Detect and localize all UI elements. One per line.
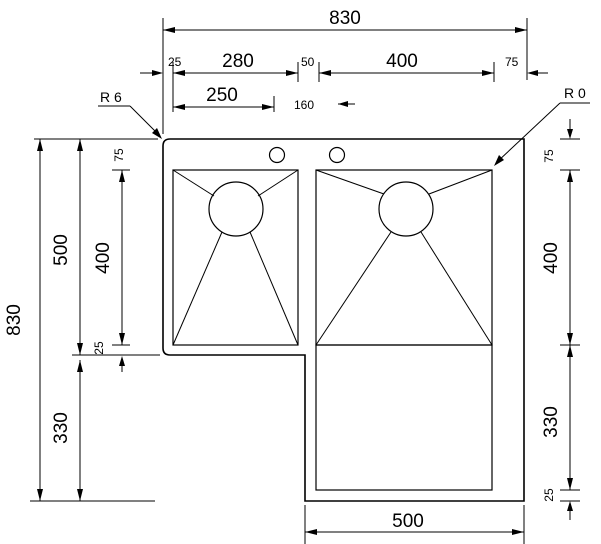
corner-label-left: R 6 — [100, 89, 122, 105]
dim-top-overall: 830 — [329, 8, 361, 29]
dim-left-bowl-bottom: 25 — [92, 341, 106, 355]
dim-top-tap-offset: 160 — [294, 98, 314, 112]
sink-outline — [162, 138, 525, 502]
dim-left-overall: 830 — [4, 304, 25, 336]
dim-top-left-margin: 25 — [168, 55, 182, 69]
top-dimensions: 830 25 280 50 400 75 250 160 — [140, 8, 548, 134]
right-bowl — [315, 169, 493, 346]
left-dimensions: 830 500 330 75 400 25 — [4, 138, 160, 502]
dim-bottom-width: 500 — [392, 511, 424, 532]
dim-right-drainer: 330 — [541, 406, 562, 438]
drainer-area — [315, 344, 493, 491]
left-bowl — [172, 169, 299, 346]
dim-left-upper: 500 — [51, 234, 72, 266]
dim-right-bowl: 400 — [541, 242, 562, 274]
dim-right-top: 75 — [542, 149, 556, 163]
corner-radius-right: R 0 — [494, 85, 590, 166]
dim-top-left-bowl: 280 — [222, 51, 254, 72]
dim-left-bowl: 400 — [93, 242, 114, 274]
bottom-dimensions: 500 — [304, 505, 525, 544]
dim-left-lower: 330 — [51, 412, 72, 444]
dim-left-bowl-top: 75 — [112, 148, 126, 162]
tap-hole-right — [328, 146, 346, 164]
right-dimensions: 75 400 330 25 — [541, 119, 580, 520]
dim-top-right-margin: 75 — [505, 55, 519, 69]
dim-right-bottom: 25 — [542, 488, 556, 502]
dim-top-divider: 50 — [301, 55, 315, 69]
corner-radius-left: R 6 — [98, 89, 162, 139]
corner-label-right: R 0 — [564, 85, 586, 101]
dim-top-left-offset: 250 — [206, 85, 238, 106]
tap-hole-left — [268, 146, 286, 164]
dim-top-right-bowl: 400 — [386, 51, 418, 72]
